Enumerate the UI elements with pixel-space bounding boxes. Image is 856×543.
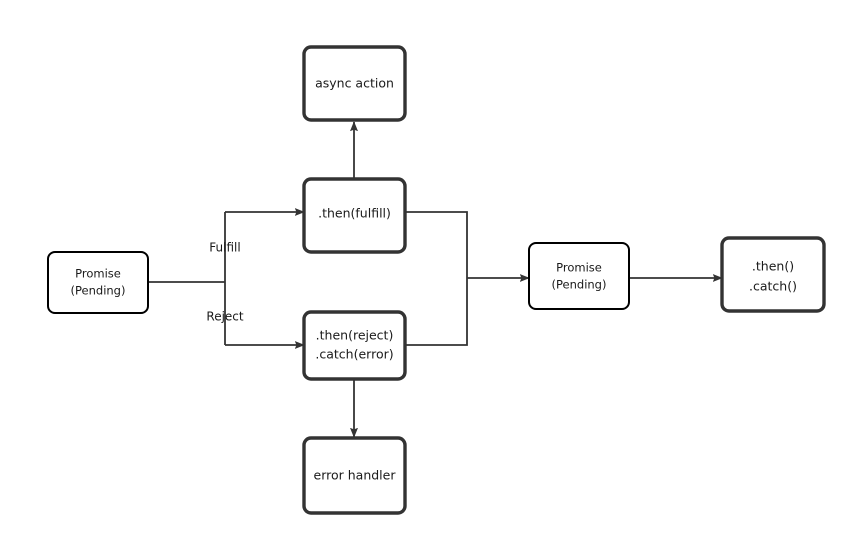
node-async-action[interactable]: async action xyxy=(302,45,407,122)
node-error-handler[interactable]: error handler xyxy=(302,436,407,515)
node-then-catch-shape[interactable] xyxy=(720,236,826,313)
node-then-fulfill-shape[interactable] xyxy=(302,177,407,254)
node-then-reject-line1: .then(reject) xyxy=(316,328,394,343)
node-promise-pending-left-line2: (Pending) xyxy=(71,284,126,298)
node-async-action-shape[interactable] xyxy=(302,45,407,122)
node-promise-pending-right[interactable]: Promise (Pending) xyxy=(528,242,630,310)
node-promise-pending-right-shape[interactable] xyxy=(528,242,630,310)
edge-label-reject: Reject xyxy=(206,310,243,324)
node-then-reject-line2: .catch(error) xyxy=(315,347,393,362)
node-then-catch-line1: .then() xyxy=(752,259,794,274)
node-then-catch[interactable]: .then() .catch() xyxy=(720,236,826,313)
node-then-fulfill-label: .then(fulfill) xyxy=(318,206,391,221)
node-promise-pending-left-shape[interactable] xyxy=(47,251,149,314)
node-then-catch-line2: .catch() xyxy=(749,279,797,294)
edges-layer xyxy=(148,121,723,438)
edge-labels-layer: Fulfill Reject xyxy=(206,241,243,324)
node-error-handler-label: error handler xyxy=(314,468,397,483)
node-promise-pending-right-line1: Promise xyxy=(556,261,602,275)
node-error-handler-shape[interactable] xyxy=(302,436,407,515)
node-promise-pending-left-line1: Promise xyxy=(75,267,121,281)
node-promise-pending-left[interactable]: Promise (Pending) xyxy=(47,251,149,314)
node-then-fulfill[interactable]: .then(fulfill) xyxy=(302,177,407,254)
node-then-reject-shape[interactable] xyxy=(302,310,407,381)
node-async-action-label: async action xyxy=(315,76,394,91)
edge-label-fulfill: Fulfill xyxy=(209,241,240,255)
node-then-reject[interactable]: .then(reject) .catch(error) xyxy=(302,310,407,381)
edge-merge-rail xyxy=(405,211,468,346)
node-promise-pending-right-line2: (Pending) xyxy=(552,278,607,292)
